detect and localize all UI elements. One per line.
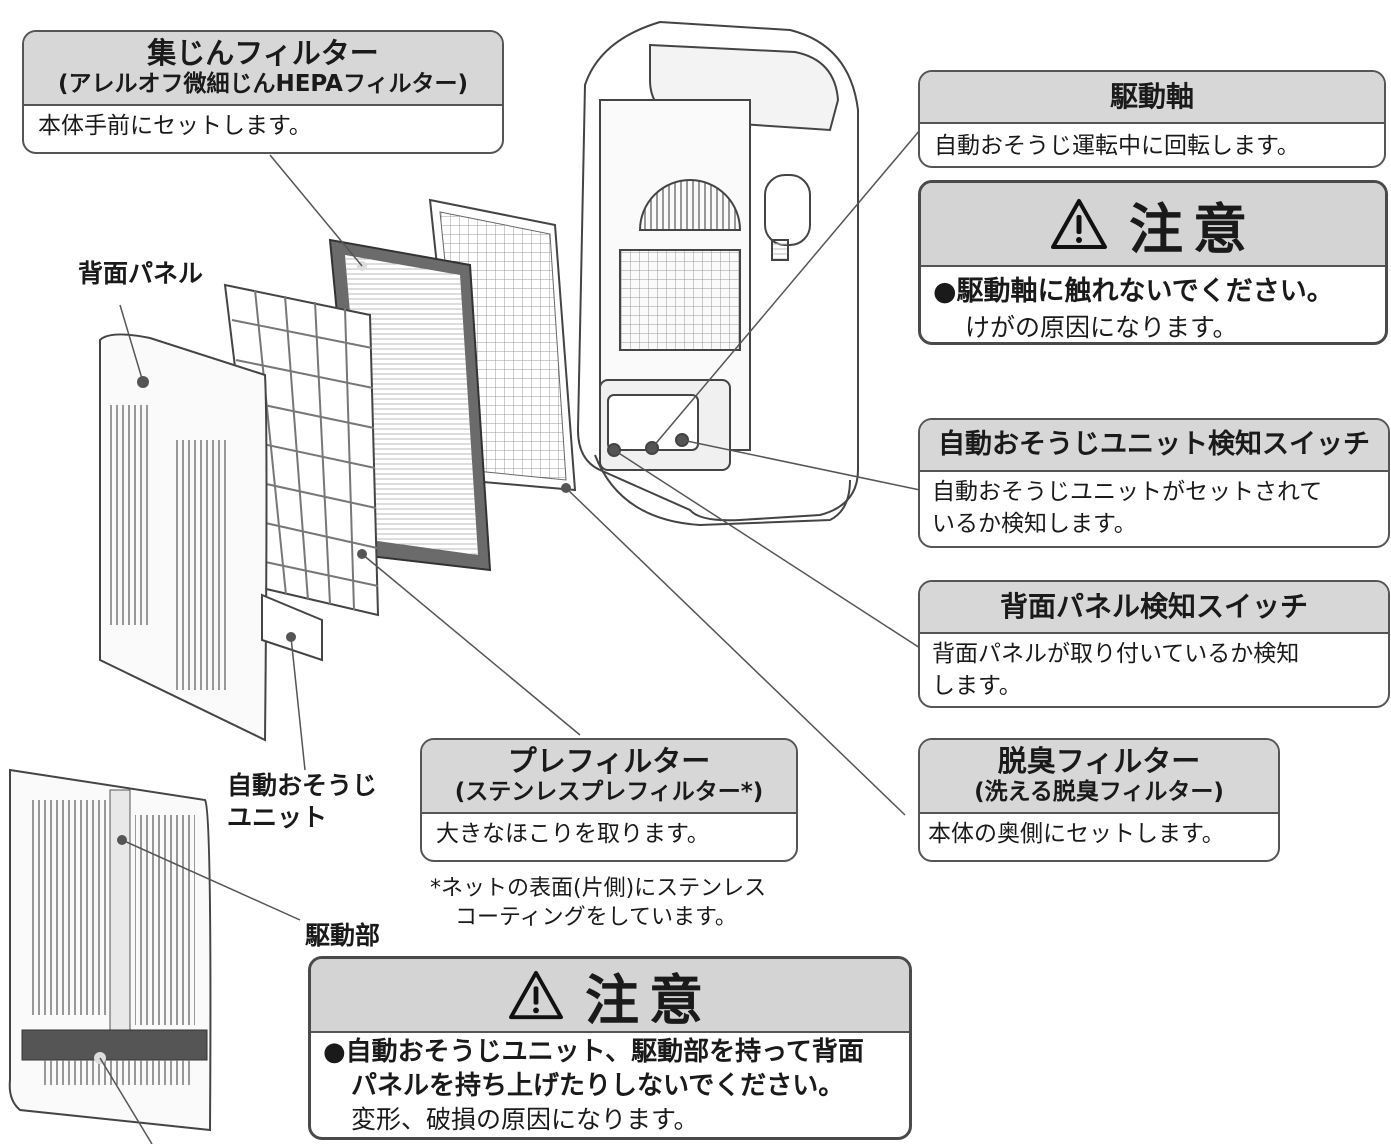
drive-shaft-desc: 自動おそうじ運転中に回転します。	[934, 133, 1300, 159]
back-panel-label: 背面パネル	[78, 259, 204, 288]
auto-clean-unit-label-1: 自動おそうじ	[227, 771, 378, 800]
caution-bottom-body: ●自動おそうじユニット、駆動部を持って背面 パネルを持ち上げたりしないでください…	[311, 1033, 909, 1137]
prefilter-subtitle: (ステンレスプレフィルター*)	[454, 779, 764, 805]
auto-clean-unit-label-2: ユニット	[227, 803, 328, 832]
drive-shaft-callout: 駆動軸 自動おそうじ運転中に回転します。	[918, 70, 1386, 168]
caution-top-main: ●駆動軸に触れないでください。	[933, 276, 1334, 307]
leader-lines	[99, 129, 921, 1144]
deodor-subtitle: (洗える脱臭フィルター)	[974, 779, 1224, 805]
warning-triangle-icon	[509, 970, 563, 1020]
auto-clean-unit	[261, 593, 323, 662]
unit-switch-title: 自動おそうじユニット検知スイッチ	[938, 429, 1370, 460]
drive-part-label: 駆動部	[305, 921, 381, 950]
caution-top-sub: けがの原因になります。	[965, 313, 1238, 342]
hepa-filter-callout: 集じんフィルター (アレルオフ微細じんHEPAフィルター) 本体手前にセットしま…	[22, 30, 504, 154]
caution-top-header: 注意	[921, 183, 1385, 267]
caution-bottom-panel: 注意 ●自動おそうじユニット、駆動部を持って背面 パネルを持ち上げたりしないでく…	[308, 956, 912, 1140]
caution-bottom-main-1: ●自動おそうじユニット、駆動部を持って背面	[323, 1037, 864, 1067]
hepa-filter-desc: 本体手前にセットします。	[38, 113, 312, 139]
caution-bottom-header: 注意	[311, 959, 909, 1033]
caution-top-panel: 注意 ●駆動軸に触れないでください。 けがの原因になります。	[918, 180, 1388, 345]
unit-switch-desc-2: いるか検知します。	[932, 511, 1137, 537]
warning-triangle-icon	[1051, 199, 1107, 249]
panel-switch-header: 背面パネル検知スイッチ	[920, 582, 1388, 634]
hepa-filter-subtitle: (アレルオフ微細じんHEPAフィルター)	[57, 71, 469, 97]
panel-switch-desc: 背面パネルが取り付いているか検知 します。	[920, 634, 1388, 706]
back-panel-interior	[8, 768, 212, 1132]
panel-switch-callout: 背面パネル検知スイッチ 背面パネルが取り付いているか検知 します。	[918, 580, 1390, 708]
prefilter-callout: プレフィルター (ステンレスプレフィルター*) 大きなほこりを取ります。	[420, 738, 798, 862]
deodor-desc: 本体の奥側にセットします。	[928, 821, 1225, 847]
drive-shaft-header: 駆動軸	[920, 72, 1384, 124]
main-unit	[576, 20, 859, 527]
drive-shaft-title: 駆動軸	[1109, 80, 1194, 113]
caution-bottom-sub: 変形、破損の原因になります。	[351, 1105, 699, 1134]
unit-switch-desc-1: 自動おそうじユニットがセットされて	[932, 479, 1323, 505]
panel-switch-desc-2: します。	[932, 673, 1022, 699]
prefilter-note-2: コーティングをしています。	[455, 905, 737, 930]
caution-top-heading: 注意	[1129, 197, 1257, 261]
deodor-callout: 脱臭フィルター (洗える脱臭フィルター) 本体の奥側にセットします。	[918, 738, 1280, 862]
hepa-filter-title: 集じんフィルター	[147, 36, 379, 70]
prefilter-note-1: *ネットの表面(片側)にステンレス	[430, 876, 767, 901]
caution-bottom-main-2: パネルを持ち上げたりしないでください。	[351, 1071, 845, 1101]
unit-switch-header: 自動おそうじユニット検知スイッチ	[920, 420, 1388, 472]
unit-switch-callout: 自動おそうじユニット検知スイッチ 自動おそうじユニットがセットされて いるか検知…	[918, 418, 1390, 548]
panel-switch-title: 背面パネル検知スイッチ	[999, 590, 1308, 623]
caution-top-body: ●駆動軸に触れないでください。 けがの原因になります。	[921, 267, 1385, 342]
back-panel	[99, 333, 268, 742]
deodor-title: 脱臭フィルター	[997, 744, 1201, 778]
prefilter-header: プレフィルター (ステンレスプレフィルター*)	[422, 740, 796, 814]
hepa-filter-header: 集じんフィルター (アレルオフ微細じんHEPAフィルター)	[24, 32, 502, 106]
prefilter-desc: 大きなほこりを取ります。	[436, 821, 710, 847]
caution-bottom-heading: 注意	[585, 968, 713, 1032]
unit-switch-desc: 自動おそうじユニットがセットされて いるか検知します。	[920, 472, 1388, 544]
prefilter-title: プレフィルター	[507, 744, 711, 778]
deodor-header: 脱臭フィルター (洗える脱臭フィルター)	[920, 740, 1278, 814]
panel-switch-desc-1: 背面パネルが取り付いているか検知	[932, 641, 1300, 667]
